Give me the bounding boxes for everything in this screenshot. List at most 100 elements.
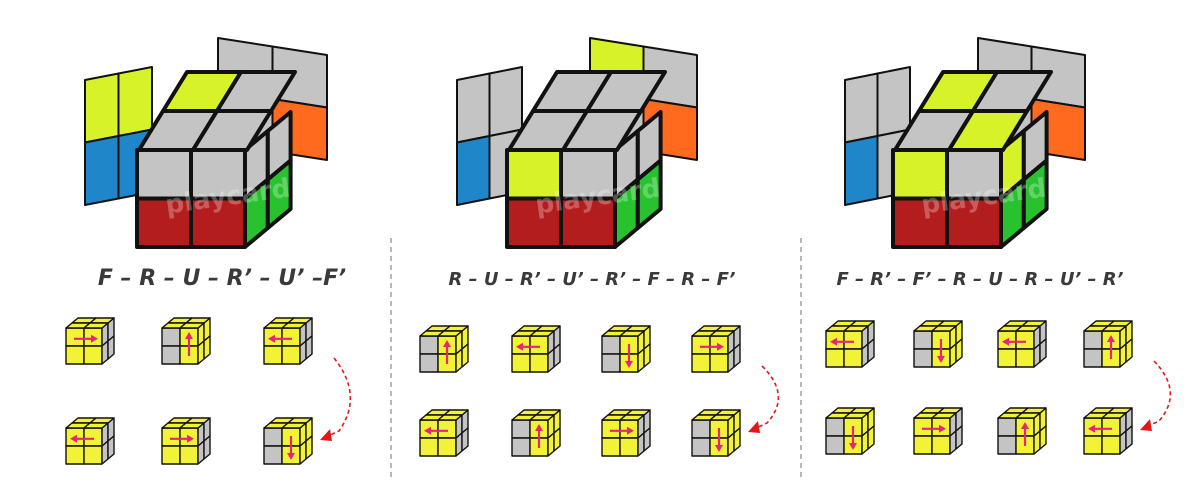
move-arrow-head-icon: [443, 340, 451, 347]
big-cube-1: playcard: [84, 37, 328, 249]
step-cube: [997, 320, 1047, 368]
step-front-sticker: [83, 427, 103, 447]
left-side-panel-sticker: [488, 66, 523, 137]
step-top-sticker: [1015, 412, 1041, 419]
right-face-sticker: [1021, 158, 1049, 230]
move-arrow-head-icon: [939, 424, 946, 433]
panel-3: playcard F – R’ – F’ – R – U – R – U’ – …: [825, 37, 1172, 455]
step-right-sticker: [733, 427, 741, 452]
step-front-sticker: [1083, 435, 1103, 455]
step-top-sticker: [83, 322, 109, 329]
step-right-sticker: [955, 425, 963, 450]
move-arrow-head-icon: [535, 424, 543, 431]
step-right-sticker: [861, 343, 869, 368]
step-front-sticker: [1015, 348, 1035, 368]
step-right-sticker: [203, 335, 211, 360]
step-top-sticker: [179, 422, 205, 429]
move-arrow-head-icon: [1107, 335, 1115, 342]
step-front-sticker: [65, 445, 85, 465]
left-side-panel-sticker: [844, 72, 879, 144]
algorithm-label-1: F – R – U – R’ – U’ –F’: [98, 266, 346, 291]
step-front-sticker: [601, 335, 621, 355]
move-arrow-head-icon: [1088, 424, 1095, 433]
step-front-sticker: [1101, 435, 1121, 455]
right-face-sticker: [265, 158, 293, 230]
step-right-sticker: [949, 430, 957, 455]
move-arrow-head-icon: [1002, 337, 1009, 346]
step-cube: [825, 407, 875, 455]
step-right-sticker: [197, 440, 205, 465]
move-arrow-head-icon: [937, 356, 945, 363]
next-row-arrowhead-icon: [320, 429, 332, 441]
step-top-sticker: [1015, 325, 1041, 332]
step-front-sticker: [161, 327, 181, 347]
step-right-sticker: [461, 427, 469, 452]
next-row-arrow: [753, 365, 780, 430]
step-front-sticker: [263, 427, 283, 447]
move-arrow-head-icon: [91, 334, 98, 343]
step-right-sticker: [861, 430, 869, 455]
step-front-sticker: [691, 335, 711, 355]
step-front-sticker: [1083, 330, 1103, 350]
step-front-sticker: [437, 419, 457, 439]
step-right-sticker: [643, 343, 651, 368]
step-right-sticker: [547, 348, 555, 373]
step-right-sticker: [867, 425, 875, 450]
step-right-sticker: [197, 340, 205, 365]
algorithm-label-2: R – U – R’ – U’ – R’ – F – R – F’: [448, 269, 735, 290]
step-cubes-2: [419, 325, 780, 457]
step-front-sticker: [601, 419, 621, 439]
step-cube: [1083, 320, 1133, 368]
move-arrow-head-icon: [185, 332, 193, 339]
step-front-sticker: [1015, 330, 1035, 350]
left-side-panel-sticker: [844, 135, 879, 206]
step-top-sticker: [281, 422, 307, 429]
step-cube: [419, 325, 469, 373]
move-arrow-head-icon: [70, 434, 77, 443]
step-front-sticker: [419, 335, 439, 355]
step-cubes-3: [825, 320, 1172, 455]
step-cube: [1083, 407, 1133, 455]
step-front-sticker: [1083, 348, 1103, 368]
step-cube: [913, 407, 963, 455]
step-cube: [825, 320, 875, 368]
step-cube: [511, 325, 561, 373]
step-top-sticker: [1101, 412, 1127, 419]
step-front-sticker: [825, 348, 845, 368]
step-front-sticker: [601, 437, 621, 457]
step-right-sticker: [553, 343, 561, 368]
step-top-sticker: [619, 330, 645, 337]
step-cube: [691, 325, 741, 373]
step-front-sticker: [913, 417, 933, 437]
move-arrow-head-icon: [287, 453, 295, 460]
step-cube: [601, 325, 651, 373]
left-side-panel-sticker: [456, 72, 491, 144]
step-front-sticker: [281, 345, 301, 365]
step-top-sticker: [1101, 325, 1127, 332]
step-front-sticker: [511, 437, 531, 457]
step-cube: [913, 320, 963, 368]
step-front-sticker: [83, 345, 103, 365]
big-cube-2: playcard: [456, 37, 698, 249]
step-front-sticker: [437, 437, 457, 457]
step-top-sticker: [843, 325, 869, 332]
top-face-sticker: [585, 70, 667, 113]
step-right-sticker: [455, 348, 463, 373]
step-top-sticker: [179, 322, 205, 329]
step-right-sticker: [637, 432, 645, 457]
step-right-sticker: [949, 343, 957, 368]
next-row-arrowhead-icon: [1140, 419, 1152, 431]
right-face-sticker: [635, 158, 663, 230]
step-top-sticker: [437, 330, 463, 337]
step-top-sticker: [437, 414, 463, 421]
step-front-sticker: [997, 435, 1017, 455]
step-top-sticker: [83, 422, 109, 429]
move-arrow-head-icon: [1021, 422, 1029, 429]
left-side-panel-sticker: [456, 135, 491, 206]
step-top-sticker: [931, 412, 957, 419]
step-front-sticker: [65, 345, 85, 365]
step-cube: [997, 407, 1047, 455]
step-right-sticker: [1033, 430, 1041, 455]
step-right-sticker: [455, 432, 463, 457]
step-right-sticker: [299, 340, 307, 365]
